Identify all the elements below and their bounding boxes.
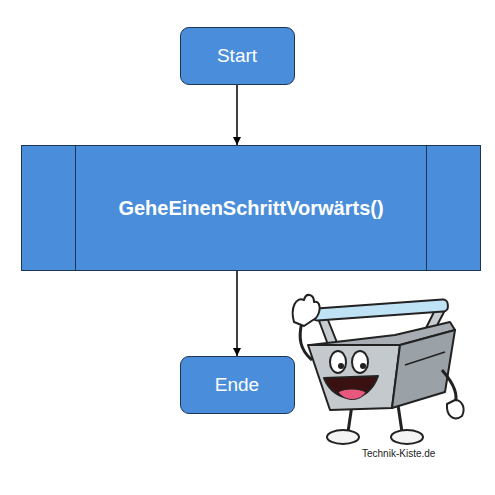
node-text: Ende xyxy=(215,374,259,396)
flow-arrow xyxy=(236,85,238,145)
end-terminal: Ende xyxy=(180,356,295,414)
process-side-bar xyxy=(426,146,427,270)
process-side-bar xyxy=(75,146,76,270)
start-terminal: Start xyxy=(180,27,295,85)
node-text: GeheEinenSchrittVorwärts() xyxy=(118,197,383,220)
predefined-process-box: GeheEinenSchrittVorwärts() xyxy=(21,145,481,271)
toolbox-mascot xyxy=(293,295,464,444)
node-text: Start xyxy=(217,45,257,67)
watermark: Technik-Kiste.de xyxy=(362,448,435,459)
flow-arrow xyxy=(236,271,238,356)
